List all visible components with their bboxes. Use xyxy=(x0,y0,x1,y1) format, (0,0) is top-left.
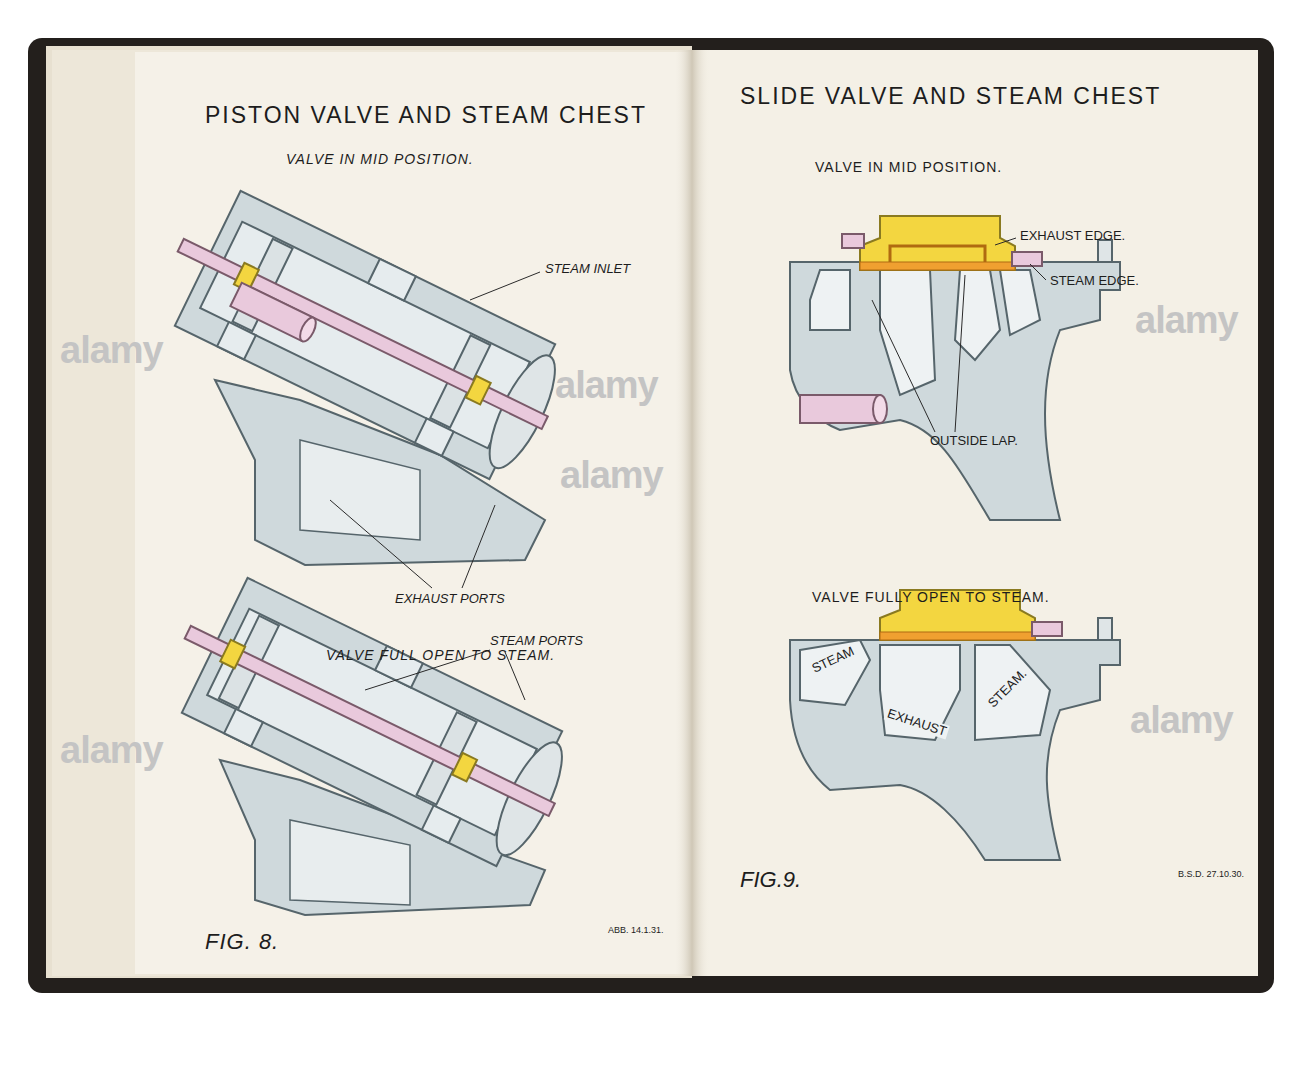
watermark: alamy xyxy=(1130,700,1233,742)
sub-heading: VALVE IN MID POSITION. xyxy=(815,160,1002,175)
sub-heading: VALVE FULLY OPEN TO STEAM. xyxy=(812,590,1050,605)
heading: SLIDE VALVE AND STEAM CHEST xyxy=(740,84,1161,109)
part-label: EXHAUST EDGE. xyxy=(1020,229,1125,243)
passage-label: EXHAUST xyxy=(884,706,951,740)
heading: PISTON VALVE AND STEAM CHEST xyxy=(205,103,647,128)
sub-heading: VALVE IN MID POSITION. xyxy=(286,152,474,167)
part-label: STEAM INLET xyxy=(545,262,630,276)
part-label: STEAM PORTS xyxy=(490,634,583,648)
passage-label: STEAM. xyxy=(984,665,1031,712)
watermark: alamy xyxy=(1135,300,1238,342)
sub-heading: VALVE FULL OPEN TO STEAM. xyxy=(326,648,555,663)
watermark: alamy xyxy=(560,455,663,497)
watermark: alamy xyxy=(60,730,163,772)
figure-number: FIG.9. xyxy=(740,868,801,892)
watermark: alamy xyxy=(555,365,658,407)
passage-label: STEAM xyxy=(808,643,858,677)
figure-number: FIG. 8. xyxy=(205,930,279,954)
signature: ABB. 14.1.31. xyxy=(608,926,664,936)
watermark: alamy xyxy=(60,330,163,372)
signature: B.S.D. 27.10.30. xyxy=(1178,870,1244,880)
part-label: EXHAUST PORTS xyxy=(395,592,505,606)
part-label: OUTSIDE LAP. xyxy=(930,434,1018,448)
part-label: STEAM EDGE. xyxy=(1050,274,1139,288)
